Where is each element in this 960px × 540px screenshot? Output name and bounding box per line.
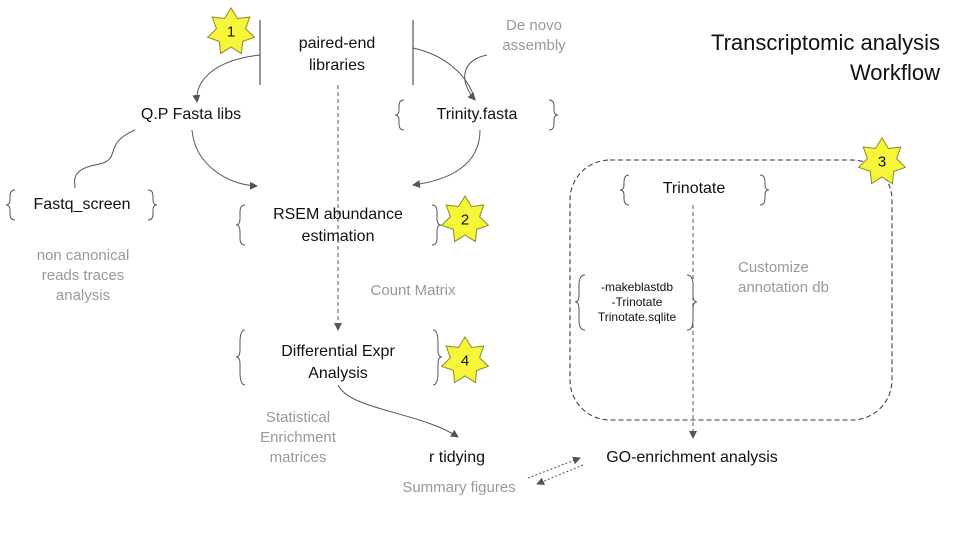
de-novo-line-2: assembly — [502, 37, 566, 54]
statistical-line-2: Enrichment — [260, 429, 336, 446]
star-badge-1 — [206, 7, 256, 55]
arrow-qp-to-rsem — [191, 129, 258, 190]
rsem-line-2: estimation — [301, 228, 375, 245]
node-qp-fasta-libs: Q.P Fasta libs — [140, 106, 242, 123]
arrow-qp-to-fastq — [74, 129, 136, 189]
star-badge-3 — [857, 137, 907, 185]
node-fastq-screen: Fastq_screen — [33, 196, 131, 213]
brace-fastq-left — [5, 189, 16, 221]
brace-diff-right — [432, 329, 443, 386]
diff-expr-line-1: Differential Expr — [281, 343, 395, 360]
badge-number-2: 2 — [460, 211, 470, 229]
diagram-title: Transcriptomic analysis Workflow — [711, 28, 940, 88]
non-canonical-line-1: non canonical — [36, 247, 130, 264]
node-trinity-fasta: Trinity.fasta — [436, 106, 518, 123]
node-paired-end-libraries: paired-end libraries — [299, 33, 376, 77]
arrow-summary-to-go — [527, 456, 581, 479]
arrow-trinity-to-rsem — [412, 129, 481, 189]
steps-line-3: Trinotate.sqlite — [597, 310, 677, 324]
arrow-paired-to-qp — [192, 54, 261, 103]
customize-line-2: annotation db — [738, 279, 829, 296]
steps-line-2: -Trinotate — [611, 295, 663, 309]
non-canonical-line-3: analysis — [55, 287, 111, 304]
trinotate-group-box — [569, 159, 893, 421]
arrow-go-to-summary — [536, 464, 584, 486]
brace-trinotate-right — [759, 174, 770, 206]
brace-steps-right — [686, 274, 698, 331]
non-canonical-line-2: reads traces — [41, 267, 125, 284]
brace-rsem-right — [431, 204, 442, 246]
arrow-diff-to-rtidying — [337, 384, 459, 438]
node-summary-figures: Summary figures — [402, 479, 516, 496]
diff-expr-line-2: Analysis — [308, 365, 368, 382]
brace-steps-left — [574, 274, 586, 331]
node-count-matrix: Count Matrix — [370, 282, 456, 299]
star-badge-4 — [440, 336, 490, 384]
node-non-canonical-reads: non canonical reads traces analysis — [37, 246, 130, 306]
statistical-line-3: matrices — [269, 449, 327, 466]
arrow-paired-to-trinity — [412, 47, 476, 101]
node-de-novo-assembly: De novo assembly — [502, 16, 565, 56]
node-rsem-abundance: RSEM abundance estimation — [273, 204, 403, 248]
brace-trinotate-left — [619, 174, 630, 206]
brace-rsem-left — [235, 204, 246, 246]
de-novo-line-1: De novo — [506, 17, 562, 34]
node-customize-annotation: Customize annotation db — [738, 258, 829, 298]
node-statistical-enrichment: Statistical Enrichment matrices — [260, 408, 336, 468]
brace-trinity-right — [548, 99, 559, 131]
customize-line-1: Customize — [738, 259, 809, 276]
brace-fastq-right — [147, 189, 158, 221]
node-go-enrichment: GO-enrichment analysis — [606, 449, 778, 466]
node-r-tidying: r tidying — [428, 449, 486, 466]
node-differential-expr: Differential Expr Analysis — [281, 341, 395, 385]
node-trinotate-steps: -makeblastdb -Trinotate Trinotate.sqlite — [598, 280, 676, 325]
node-trinotate: Trinotate — [662, 180, 726, 197]
badge-number-4: 4 — [460, 352, 470, 370]
arrow-denovo-to-trinity — [464, 54, 488, 101]
brace-trinity-left — [394, 99, 405, 131]
star-badge-2 — [440, 195, 490, 243]
paired-end-line-2: libraries — [308, 57, 365, 74]
paired-end-line-1: paired-end — [298, 35, 376, 52]
brace-diff-left — [235, 329, 246, 386]
badge-number-3: 3 — [877, 153, 887, 171]
title-line-2: Workflow — [849, 60, 940, 85]
title-line-1: Transcriptomic analysis — [710, 30, 940, 55]
steps-line-1: -makeblastdb — [600, 280, 674, 294]
rsem-line-1: RSEM abundance — [273, 206, 403, 223]
statistical-line-1: Statistical — [265, 409, 331, 426]
badge-number-1: 1 — [226, 23, 236, 41]
